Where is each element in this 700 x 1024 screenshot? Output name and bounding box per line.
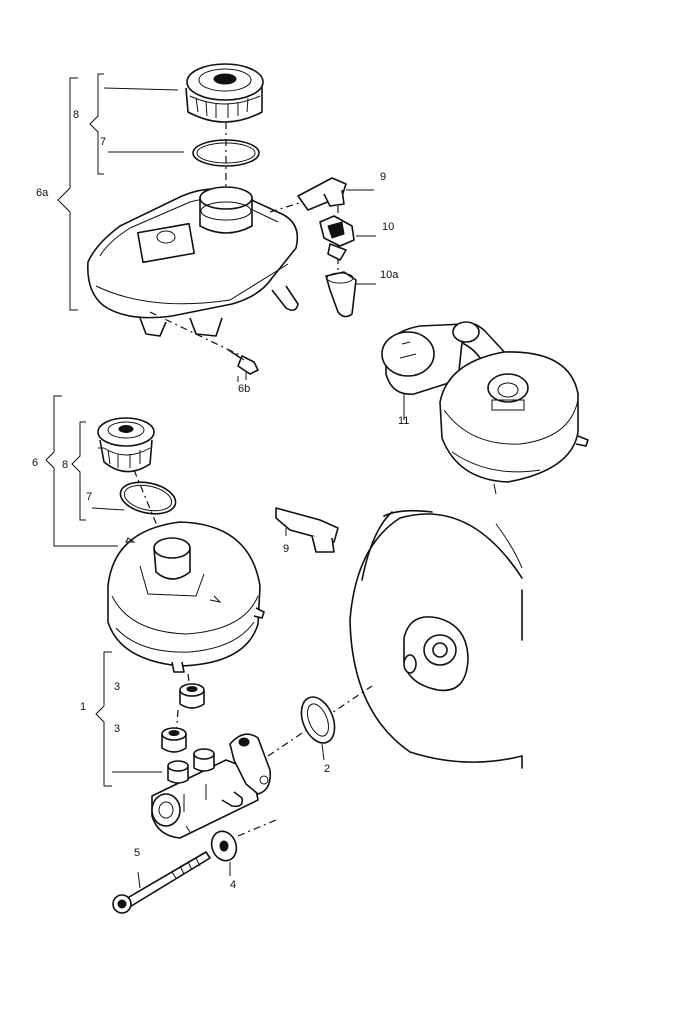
plug-10 — [319, 215, 376, 261]
bracket-8-top — [89, 73, 104, 175]
label-6: 6 — [32, 457, 38, 469]
leader-lines — [91, 87, 239, 511]
bracket-6 — [45, 395, 118, 547]
brake-booster-large — [349, 509, 523, 769]
bracket-8-mid — [71, 421, 86, 521]
fluid-reservoir-top — [87, 186, 299, 337]
label-9-top: 9 — [380, 171, 386, 183]
label-2: 2 — [324, 763, 330, 775]
sleeve-10a — [325, 271, 376, 318]
label-10a: 10a — [380, 269, 399, 281]
reservoir-cap-mid — [97, 417, 155, 473]
screw-6b — [227, 349, 259, 380]
connector-9-top — [297, 177, 374, 211]
reservoir-cap-top — [185, 63, 264, 123]
label-4: 4 — [230, 879, 236, 891]
seal-ring-mid — [119, 481, 177, 515]
label-8-mid: 8 — [62, 459, 68, 471]
label-8-top: 8 — [73, 109, 79, 121]
label-1: 1 — [80, 701, 86, 713]
label-9-mid: 9 — [283, 543, 289, 555]
bracket-1 — [95, 651, 162, 787]
brake-booster-11 — [381, 321, 589, 495]
label-11: 11 — [398, 415, 409, 427]
label-3-a: 3 — [114, 681, 120, 693]
screw-axis-line — [149, 311, 251, 361]
label-5: 5 — [134, 847, 140, 859]
grommet-3-upper — [179, 683, 205, 709]
seal-2 — [300, 696, 336, 761]
label-6a: 6a — [36, 187, 49, 199]
axis-line-washer — [237, 819, 277, 837]
master-cylinder-1 — [151, 733, 272, 839]
bolt-5 — [112, 851, 211, 914]
label-10: 10 — [382, 221, 394, 233]
grommet-3-lower — [161, 727, 187, 753]
connector-9-mid — [275, 507, 339, 553]
label-7-mid: 7 — [86, 491, 92, 503]
fluid-reservoir-mid — [107, 521, 265, 673]
bracket-6a — [57, 77, 78, 311]
washer-4 — [210, 830, 238, 876]
label-7-top: 7 — [100, 136, 106, 148]
label-6b: 6b — [238, 383, 250, 395]
label-3-b: 3 — [114, 723, 120, 735]
